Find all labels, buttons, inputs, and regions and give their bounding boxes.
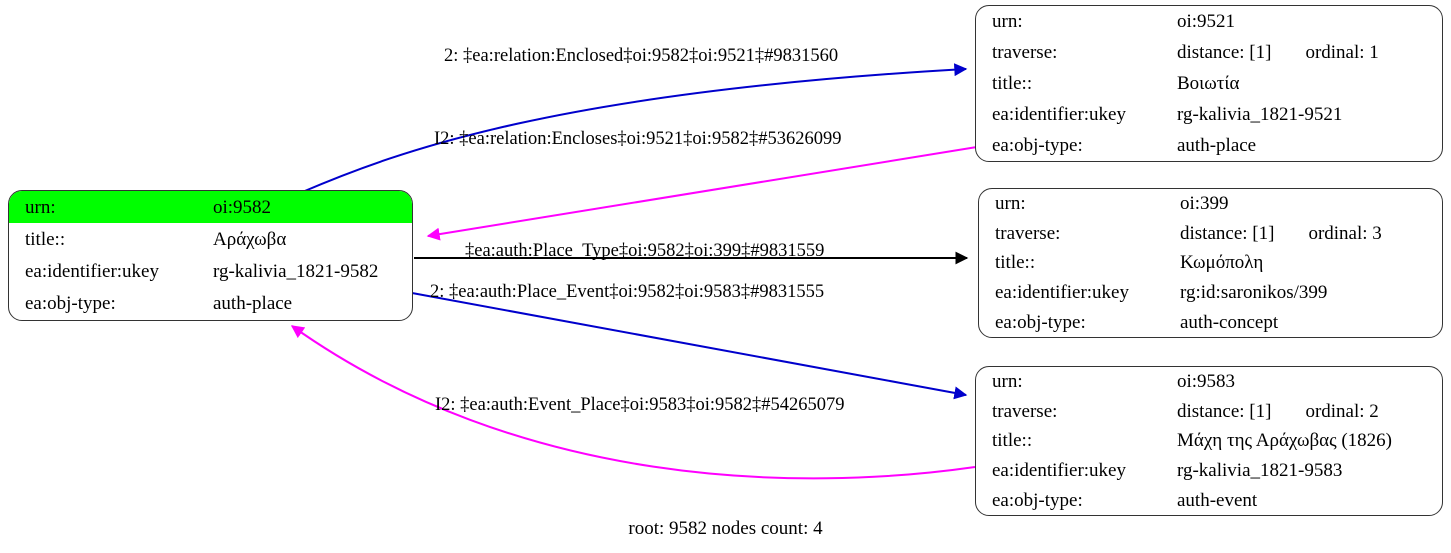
node-row: title:: Βοιωτία [976, 68, 1442, 99]
node-row-traverse: traverse: distance: [1] ordinal: 1 [976, 37, 1442, 68]
graph-caption: root: 9582 nodes count: 4 [628, 518, 823, 539]
row-value: oi:399 [1180, 193, 1229, 215]
row-value: distance: [1] ordinal: 1 [1177, 37, 1442, 68]
row-value: distance: [1] ordinal: 3 [1180, 219, 1442, 249]
node-row: ea:identifier:ukey rg:id:saronikos/399 [979, 278, 1442, 308]
traverse-ordinal: ordinal: 1 [1305, 42, 1379, 63]
node-row: ea:identifier:ukey rg-kalivia_1821-9521 [976, 99, 1442, 130]
row-value: Κωμόπολη [1180, 252, 1264, 274]
traverse-distance: distance: [1] [1180, 222, 1275, 244]
row-key: ea:identifier:ukey [995, 282, 1129, 304]
node-root-oi-9582[interactable]: urn: oi:9582 title:: Αράχωβα ea:identifi… [8, 190, 413, 321]
node-row-traverse: traverse: distance: [1] ordinal: 2 [976, 397, 1442, 427]
row-value: Μάχη της Αράχωβας (1826) [1177, 430, 1392, 452]
row-key: ea:obj-type: [992, 135, 1083, 156]
node-oi-9583[interactable]: urn: oi:9583 traverse: distance: [1] ordi… [975, 366, 1443, 516]
node-row: ea:obj-type: auth-place [9, 288, 412, 320]
row-key: traverse: [995, 222, 1061, 244]
row-key: urn: [995, 193, 1026, 215]
row-key: traverse: [992, 400, 1058, 422]
row-key: ea:identifier:ukey [25, 261, 159, 283]
row-value: oi:9521 [1177, 11, 1236, 32]
node-row: title:: Αράχωβα [9, 223, 412, 255]
traverse-ordinal: ordinal: 2 [1305, 400, 1379, 422]
row-key: title:: [992, 430, 1033, 452]
edge-label-encloses: I2: ‡ea:relation:Encloses‡oi:9521‡oi:958… [434, 129, 842, 149]
row-key: ea:identifier:ukey [992, 104, 1126, 125]
edge-encloses-path [426, 145, 984, 241]
row-key: urn: [9, 191, 207, 224]
edge-label-event-place: I2: ‡ea:auth:Event_Place‡oi:9583‡oi:9582… [435, 395, 845, 415]
traverse-distance: distance: [1] [1177, 400, 1272, 422]
row-key: urn: [992, 11, 1023, 32]
node-row: urn: oi:9583 [976, 367, 1442, 397]
node-row: ea:obj-type: auth-place [976, 130, 1442, 161]
row-key: title:: [995, 252, 1036, 274]
node-row: title:: Μάχη της Αράχωβας (1826) [976, 426, 1442, 456]
row-value: rg-kalivia_1821-9582 [213, 261, 379, 283]
row-value: auth-place [213, 293, 293, 315]
edge-label-place-event: 2: ‡ea:auth:Place_Event‡oi:9582‡oi:9583‡… [430, 282, 825, 302]
node-row-traverse: traverse: distance: [1] ordinal: 3 [979, 219, 1442, 249]
node-oi-9521[interactable]: urn: oi:9521 traverse: distance: [1] ordi… [975, 5, 1443, 162]
node-row: ea:identifier:ukey rg-kalivia_1821-9582 [9, 256, 412, 288]
row-key: urn: [992, 371, 1023, 393]
row-value: Αράχωβα [213, 228, 287, 250]
traverse-distance: distance: [1] [1177, 42, 1272, 63]
row-key: ea:obj-type: [992, 489, 1083, 511]
edge-place-event-path [411, 292, 968, 400]
row-key: ea:obj-type: [995, 311, 1086, 333]
edge-label-place-type: ‡ea:auth:Place_Type‡oi:9582‡oi:399‡#9831… [465, 241, 825, 261]
row-key: title:: [992, 73, 1033, 94]
row-value: oi:9582 [207, 191, 412, 224]
row-value: auth-event [1177, 489, 1258, 511]
row-value: oi:9583 [1177, 371, 1236, 393]
node-row: ea:obj-type: auth-event [976, 485, 1442, 515]
node-row: ea:identifier:ukey rg-kalivia_1821-9583 [976, 456, 1442, 486]
edge-label-enclosed: 2: ‡ea:relation:Enclosed‡oi:9582‡oi:9521… [444, 46, 839, 66]
row-value: rg:id:saronikos/399 [1180, 282, 1328, 304]
row-key: ea:obj-type: [25, 293, 116, 315]
row-key: ea:identifier:ukey [992, 460, 1126, 482]
node-row: urn: oi:9521 [976, 6, 1442, 37]
traverse-ordinal: ordinal: 3 [1308, 222, 1382, 244]
row-value: rg-kalivia_1821-9583 [1177, 460, 1343, 482]
row-value: auth-place [1177, 135, 1257, 156]
row-value: Βοιωτία [1177, 73, 1240, 94]
node-row: ea:obj-type: auth-concept [979, 307, 1442, 337]
row-value: distance: [1] ordinal: 2 [1177, 397, 1442, 427]
node-row: urn: oi:9582 [9, 191, 412, 224]
row-key: traverse: [992, 42, 1058, 63]
node-row: title:: Κωμόπολη [979, 248, 1442, 278]
row-key: title:: [25, 228, 66, 250]
row-value: auth-concept [1180, 311, 1279, 333]
node-row: urn: oi:399 [979, 189, 1442, 219]
row-value: rg-kalivia_1821-9521 [1177, 104, 1343, 125]
node-oi-399[interactable]: urn: oi:399 traverse: distance: [1] ordin… [978, 188, 1443, 338]
